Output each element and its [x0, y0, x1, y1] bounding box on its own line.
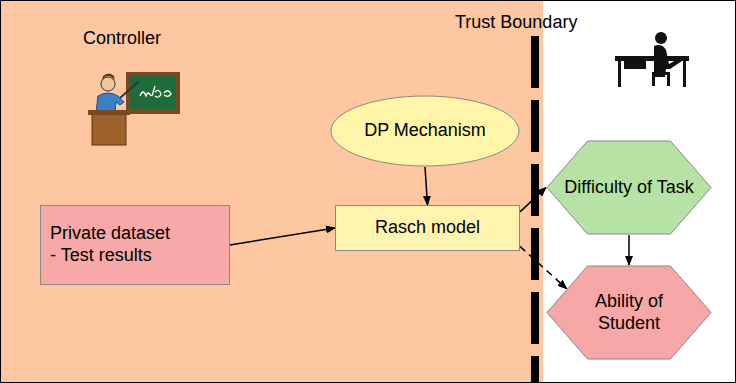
trusted-region [0, 0, 543, 383]
node-text: - Test results [50, 245, 152, 267]
node-content: Difficulty of Task [546, 140, 712, 235]
flow-arrow [425, 167, 428, 205]
desk-leg [618, 61, 621, 87]
student-icon [615, 32, 689, 87]
node-text: DP Mechanism [364, 120, 486, 142]
flow-arrow [520, 188, 546, 212]
flow-arrow [230, 228, 335, 245]
flow-arrow [628, 235, 630, 265]
podium [92, 112, 126, 145]
node-content: Private dataset- Test results [40, 205, 230, 285]
node-content: Rasch model [335, 205, 520, 251]
role-label: Controller [83, 28, 161, 50]
output-hexagon: Difficulty of Task [546, 140, 712, 235]
node-content: Ability of Student [546, 265, 712, 360]
node-text: Difficulty of Task [564, 177, 693, 199]
teacher-body [96, 93, 124, 112]
teacher-hair [102, 74, 115, 81]
podium-top [88, 110, 130, 115]
student-head [655, 32, 667, 44]
output-hexagon: Ability of Student [546, 265, 712, 360]
model-box: Rasch model [335, 205, 520, 251]
chalk-writing [140, 86, 171, 97]
board-frame [126, 72, 180, 114]
node-text: Rasch model [375, 217, 480, 239]
dataset-box: Private dataset- Test results [40, 205, 230, 285]
node-text: Private dataset [50, 223, 170, 245]
node-content: DP Mechanism [330, 95, 520, 167]
desk-drawer [624, 61, 646, 69]
boundary-label: Trust Boundary [455, 12, 577, 34]
mechanism-ellipse: DP Mechanism [330, 95, 520, 167]
pointer [120, 82, 138, 98]
desk-top [615, 56, 689, 61]
student-chair [652, 72, 670, 86]
dashed-arrow [520, 246, 567, 288]
desk-leg [683, 61, 686, 87]
node-text: Ability of Student [562, 291, 696, 334]
teacher-head [101, 77, 115, 91]
teacher-icon [88, 72, 180, 145]
blackboard [130, 76, 176, 110]
trust-boundary-line [531, 36, 539, 383]
